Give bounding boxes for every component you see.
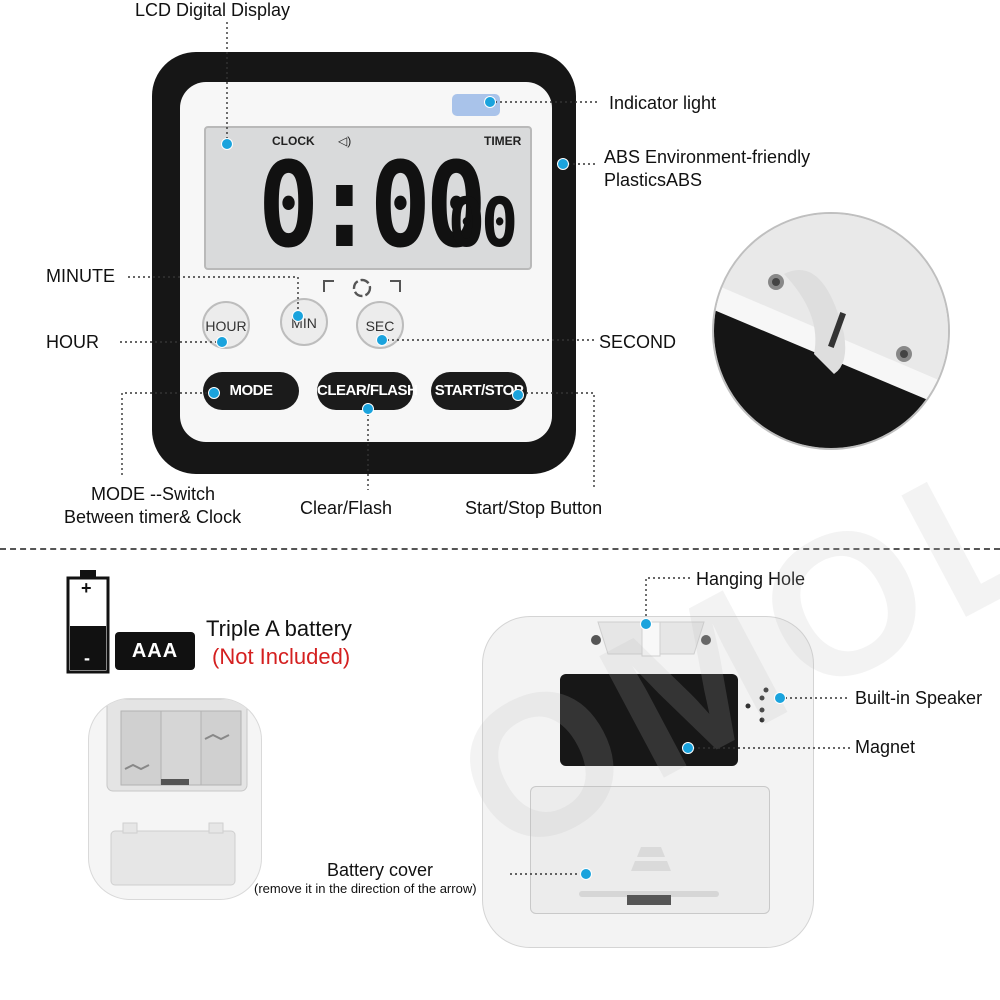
label-battery-cover-note: (remove it in the direction of the arrow…	[254, 881, 477, 896]
label-hour: HOUR	[46, 332, 99, 352]
magnet-dot	[682, 742, 694, 754]
speaker-dot	[774, 692, 786, 704]
label-mode-line1: MODE --Switch	[91, 484, 216, 504]
lcd-dot	[221, 138, 233, 150]
speaker-icon: ◁)	[338, 134, 352, 148]
label-start-stop: Start/Stop Button	[465, 498, 603, 518]
label-abs-line2: PlasticsABS	[604, 170, 703, 190]
sec-button[interactable]: SEC	[356, 301, 404, 349]
min-dot	[292, 310, 304, 322]
label-battery-cover: Battery cover	[327, 860, 434, 880]
aaa-badge: AAA	[115, 632, 195, 670]
cycle-arrows-icon	[323, 278, 401, 298]
hanging-hole-closeup	[712, 212, 950, 450]
start-dot	[512, 389, 524, 401]
label-mode-line2: Between timer& Clock	[64, 507, 242, 527]
hanging-hole-dot	[640, 618, 652, 630]
hanging-hole	[591, 621, 711, 657]
label-lcd-display: LCD Digital Display	[135, 0, 291, 20]
battery-plus: +	[81, 578, 92, 598]
start-stop-button[interactable]: START/STOP	[431, 372, 527, 410]
label-clear-flash: Clear/Flash	[300, 498, 393, 518]
label-hanging-hole: Hanging Hole	[696, 569, 806, 589]
label-speaker: Built-in Speaker	[855, 688, 983, 708]
indicator-dot	[484, 96, 496, 108]
lcd-seconds-digits: 00	[448, 184, 518, 263]
lcd-main-digits: 0:00	[258, 136, 487, 274]
battery-title: Triple A battery	[206, 616, 352, 641]
lcd-clock-label: CLOCK	[272, 134, 315, 148]
clear-dot	[362, 403, 374, 415]
battery-cover-dot	[580, 868, 592, 880]
label-indicator-light: Indicator light	[609, 93, 717, 113]
label-magnet: Magnet	[855, 737, 916, 757]
mode-dot	[208, 387, 220, 399]
min-button[interactable]: MIN	[280, 298, 328, 346]
magnet	[560, 674, 738, 766]
battery-note: (Not Included)	[212, 644, 351, 669]
lcd-timer-label: TIMER	[484, 134, 522, 148]
label-abs-line1: ABS Environment-friendly	[604, 147, 811, 167]
lcd-display: CLOCK ◁) TIMER 0:00 00	[204, 126, 532, 274]
battery-compartment	[88, 698, 262, 900]
speaker-holes	[745, 687, 769, 723]
label-minute: MINUTE	[46, 266, 115, 286]
sec-dot	[376, 334, 388, 346]
battery-minus: -	[84, 648, 90, 668]
label-second: SECOND	[599, 332, 677, 352]
battery-cover	[530, 786, 770, 914]
abs-dot	[557, 158, 569, 170]
section-divider	[0, 548, 1000, 550]
hour-dot	[216, 336, 228, 348]
battery-icon	[66, 570, 110, 674]
